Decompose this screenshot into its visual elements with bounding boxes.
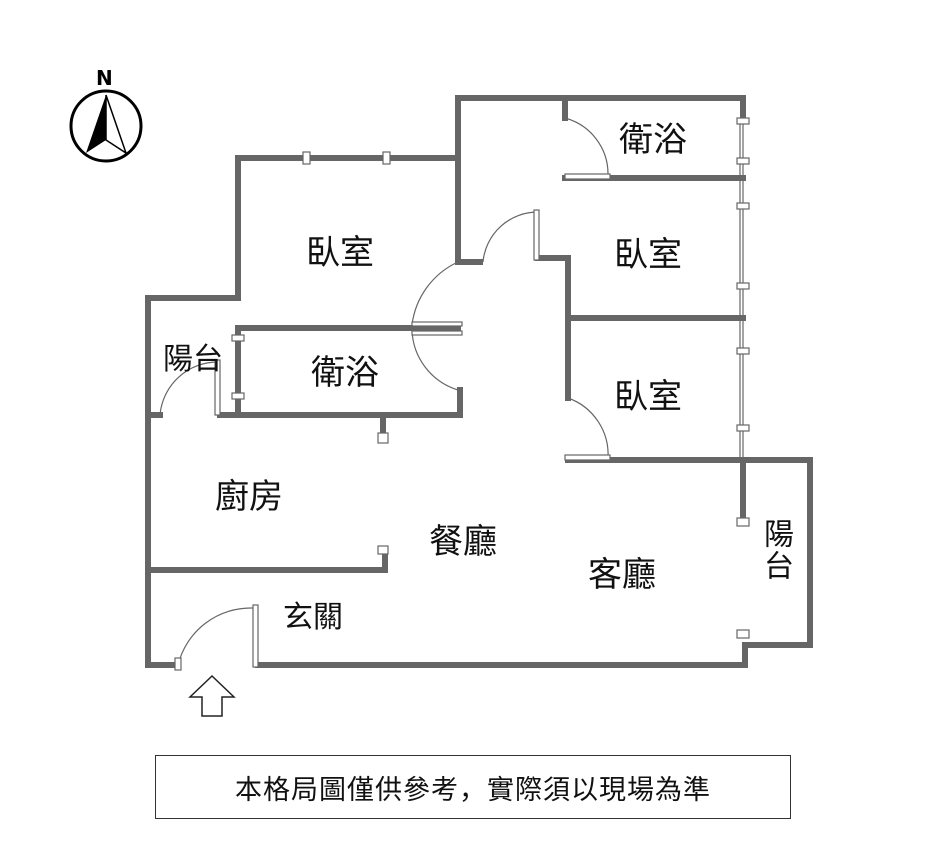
- compass-north-label: N: [96, 66, 113, 90]
- room-kitchen: 廚房: [215, 477, 283, 517]
- room-dining: 餐廳: [429, 522, 497, 562]
- room-entrance: 玄關: [283, 600, 343, 635]
- room-balcony-left: 陽台: [163, 342, 223, 377]
- room-bath-top-right: 衛浴: [619, 120, 687, 160]
- room-balcony-right: 陽台: [758, 518, 793, 582]
- disclaimer-note: 本格局圖僅供參考，實際須以現場為準: [155, 755, 791, 819]
- room-bath-left: 衛浴: [311, 353, 379, 393]
- room-bedroom-left: 臥室: [306, 233, 374, 273]
- entry-arrow-icon: [188, 674, 236, 717]
- room-living: 客廳: [588, 555, 656, 595]
- room-bedroom-bottom-right: 臥室: [614, 377, 682, 417]
- north-arrow-icon: [69, 89, 143, 163]
- room-bedroom-mid-right: 臥室: [614, 235, 682, 275]
